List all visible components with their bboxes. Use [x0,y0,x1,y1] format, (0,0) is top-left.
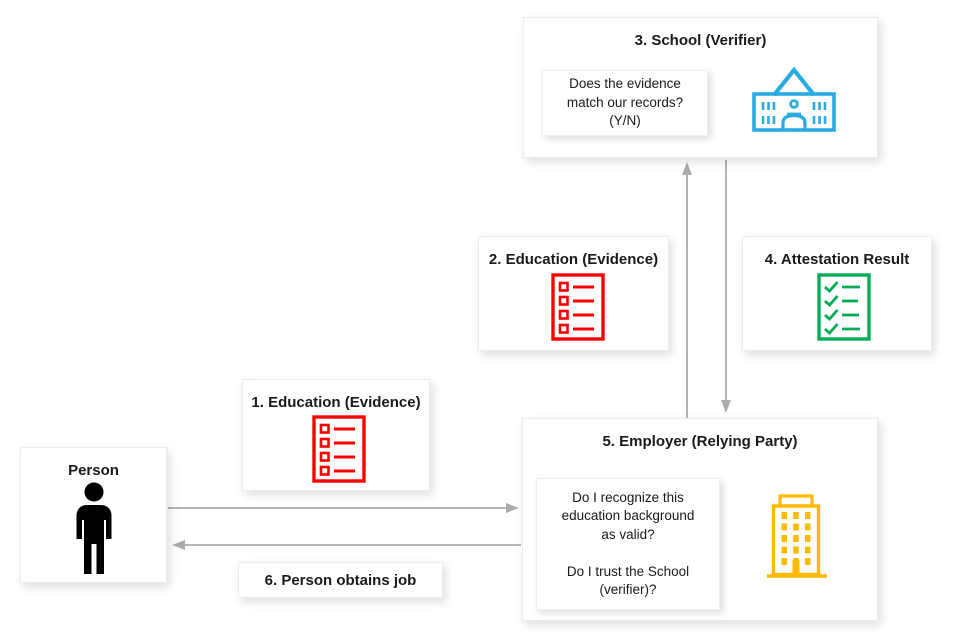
node-attestation-result: 4. Attestation Result [742,236,932,351]
checklist-icon [312,415,366,483]
employer-question-box: Do I recognize this education background… [536,478,720,610]
node-person-obtains-job: 6. Person obtains job [238,562,443,598]
arrow-employer-to-school [682,162,692,418]
job-title: 6. Person obtains job [264,571,417,589]
checklist-icon [551,273,605,341]
node-school-verifier: 3. School (Verifier) Does the evidence m… [523,17,878,158]
attestation-checklist-icon [817,273,871,341]
node-person: Person [20,447,167,583]
node-education-evidence-1: 1. Education (Evidence) [242,379,430,491]
employer-question-text: Do I recognize this education background… [561,489,695,598]
evidence1-title: 1. Education (Evidence) [251,394,421,411]
node-education-evidence-2: 2. Education (Evidence) [478,236,669,351]
school-title: 3. School (Verifier) [634,32,767,49]
arrow-person-to-employer [168,503,519,513]
person-title: Person [68,462,119,479]
school-building-icon [752,66,836,132]
employer-title: 5. Employer (Relying Party) [602,433,798,450]
school-question-text: Does the evidence match our records? (Y/… [566,76,684,129]
attestation-title: 4. Attestation Result [764,251,910,268]
node-employer-relying-party: 5. Employer (Relying Party) Do I recogni… [522,418,878,621]
arrow-school-to-employer [721,160,731,413]
office-building-icon [767,494,827,578]
person-icon [76,482,112,574]
arrow-employer-to-person [172,540,521,550]
school-question-box: Does the evidence match our records? (Y/… [542,70,708,136]
evidence2-title: 2. Education (Evidence) [488,251,659,268]
